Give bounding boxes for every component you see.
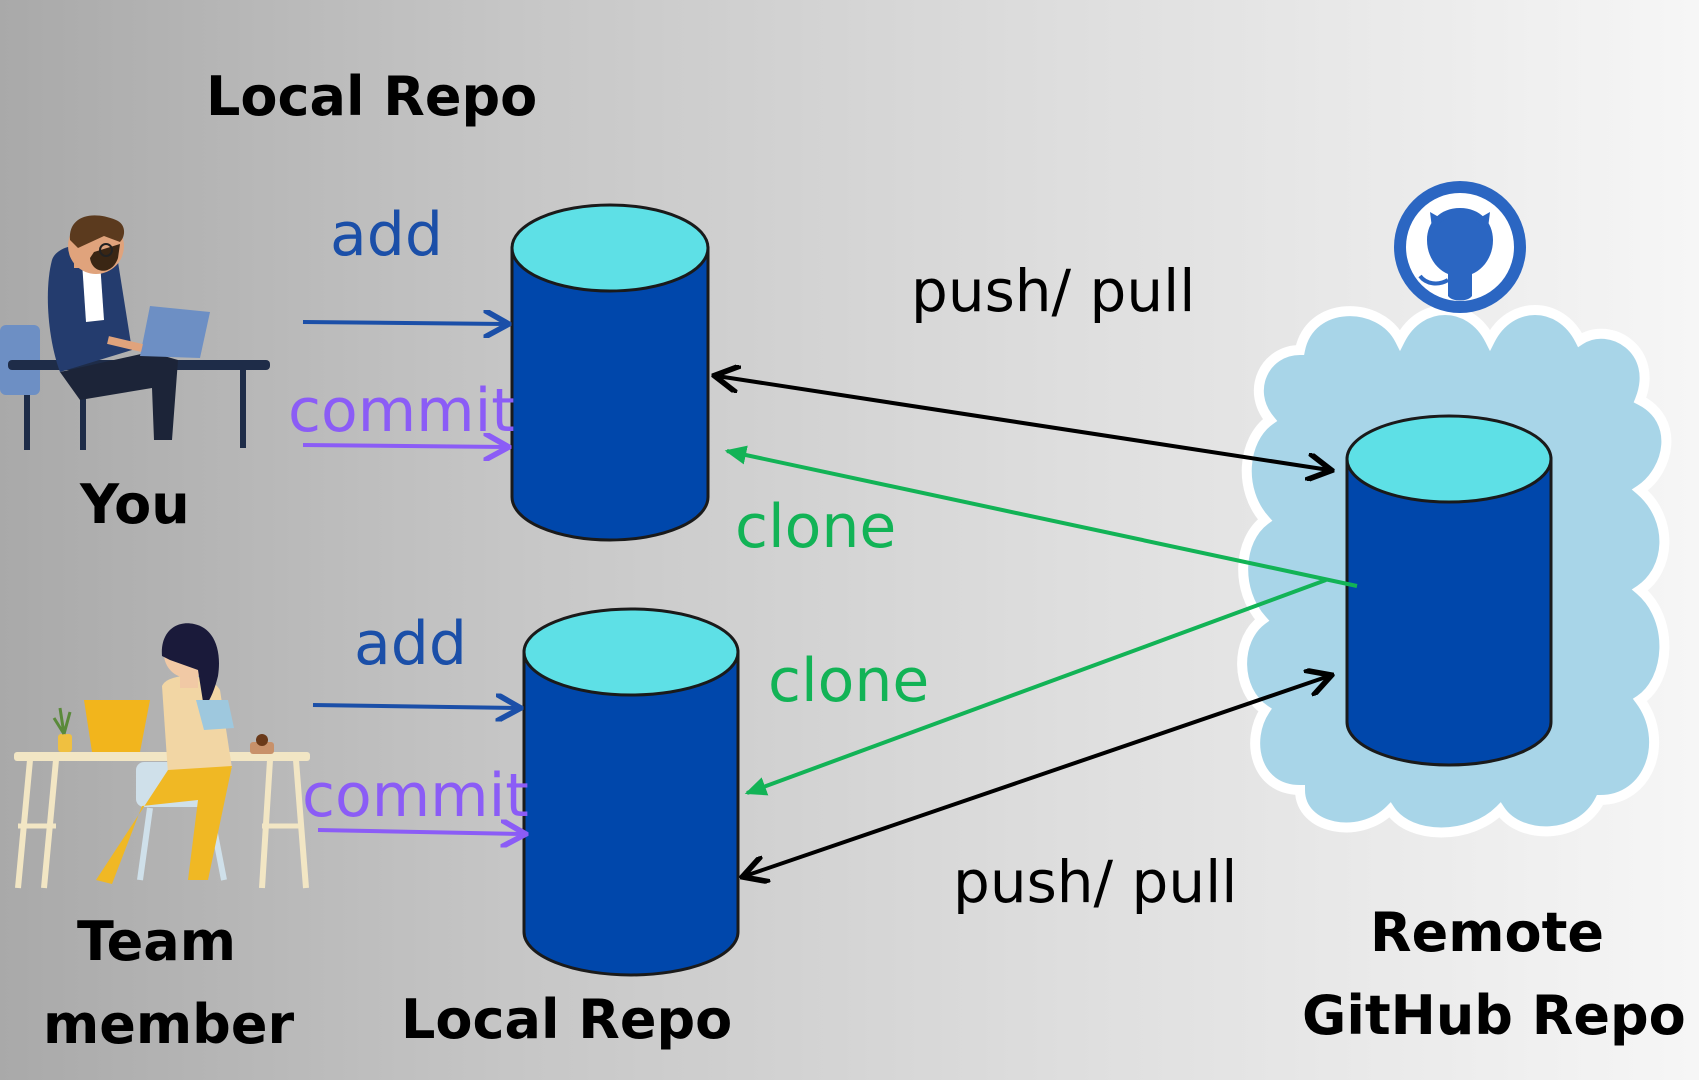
- push-pull-arrow-bottom: [745, 676, 1329, 876]
- local-repo-top-label: Local Repo: [206, 65, 538, 128]
- push-pull-label-top: push/ pull: [911, 257, 1196, 325]
- clone-arrow-top: [724, 445, 1358, 588]
- team-member-illustration: [14, 623, 310, 889]
- team-member-label-line1: Team: [77, 910, 236, 973]
- clone-label-top: clone: [735, 492, 897, 562]
- commit-label-bottom: commit: [302, 761, 529, 831]
- you-label: You: [80, 473, 190, 536]
- commit-arrow-bottom: [317, 830, 523, 834]
- add-label-top: add: [330, 200, 443, 270]
- clone-arrow-bottom: [744, 578, 1327, 796]
- push-pull-label-bottom: push/ pull: [953, 848, 1238, 916]
- remote-label-line2: GitHub Repo: [1302, 984, 1686, 1047]
- push-pull-arrow-top: [717, 376, 1329, 470]
- remote-repo-cylinder: [1345, 414, 1553, 767]
- local-repo-top-cylinder: [510, 203, 710, 542]
- add-arrow-top: [302, 322, 506, 324]
- local-repo-bottom-cylinder: [522, 607, 740, 977]
- you-illustration: [0, 215, 270, 450]
- commit-arrow-top: [302, 445, 506, 447]
- add-label-bottom: add: [354, 609, 467, 679]
- team-member-label-line2: member: [43, 993, 295, 1056]
- add-arrow-bottom: [312, 705, 518, 708]
- remote-label-line1: Remote: [1370, 901, 1605, 964]
- local-repo-bottom-label: Local Repo: [401, 988, 733, 1051]
- commit-label-top: commit: [288, 376, 515, 446]
- github-octocat-icon: [1394, 181, 1526, 313]
- clone-label-bottom: clone: [768, 646, 930, 716]
